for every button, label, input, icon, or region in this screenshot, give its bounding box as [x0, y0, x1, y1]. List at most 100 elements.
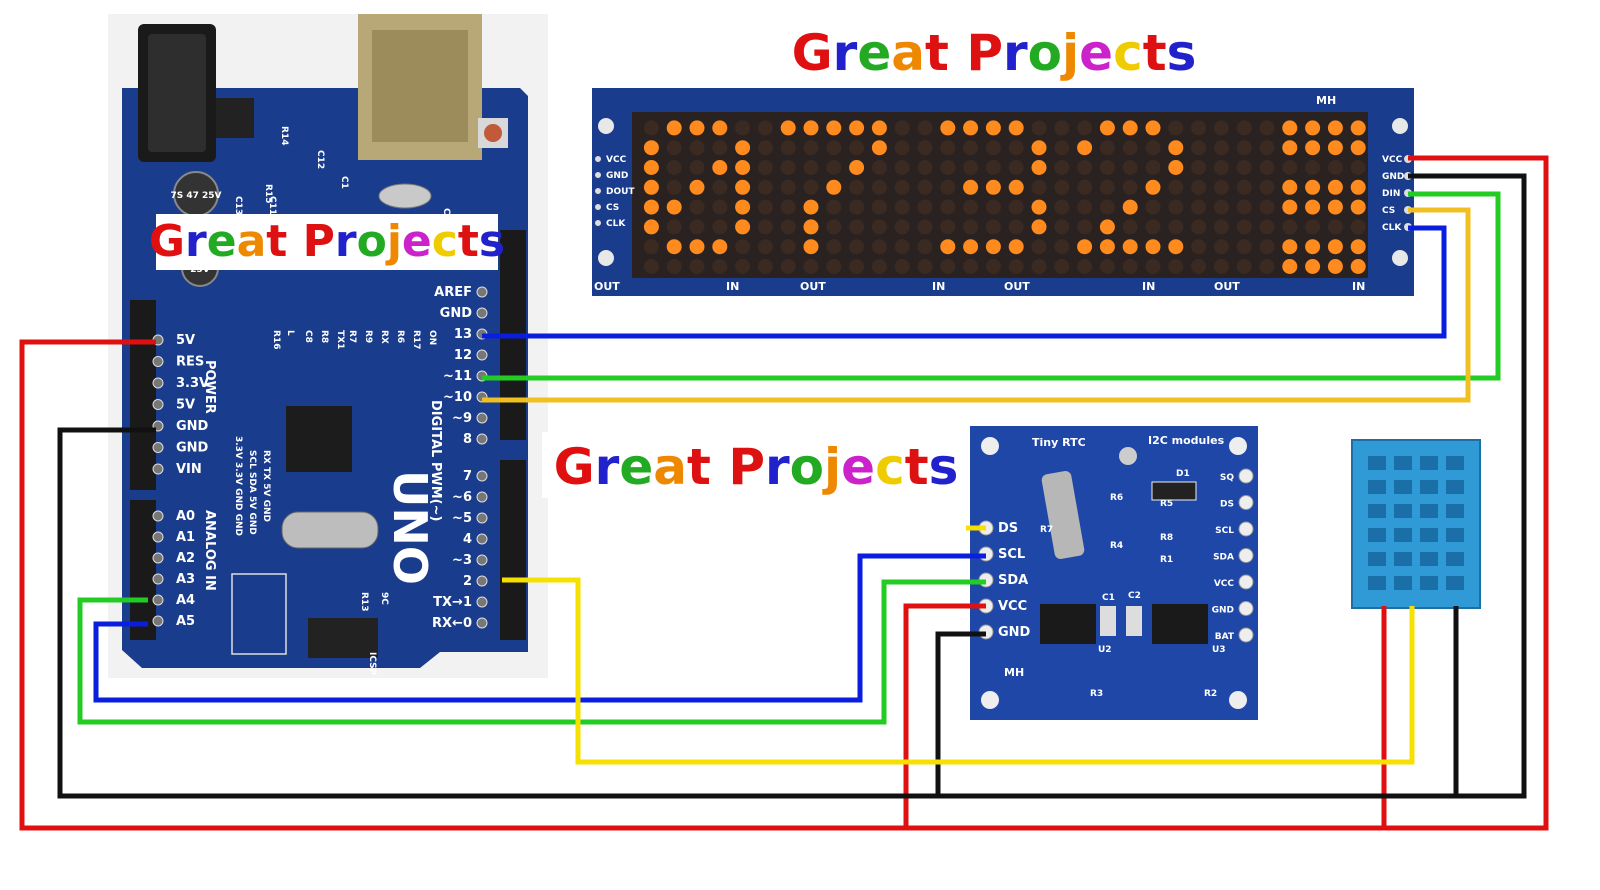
rtc-title: Tiny RTC: [1032, 436, 1086, 449]
rtc-hole-tl: [981, 437, 999, 455]
matrix-led: [1213, 239, 1229, 255]
matrix-led: [1327, 199, 1343, 215]
rtc-right-pin-label: DS: [1220, 500, 1234, 510]
matrix-led: [735, 239, 751, 255]
matrix-led: [712, 199, 728, 215]
matrix-led: [1099, 140, 1115, 156]
matrix-led: [666, 259, 682, 274]
digital-pin-hole: [476, 575, 488, 587]
matrix-led: [1236, 239, 1252, 255]
dht-vent: [1368, 528, 1386, 542]
component-label: RX: [379, 330, 389, 344]
matrix-led: [1008, 120, 1024, 136]
matrix-led: [849, 199, 865, 215]
matrix-led: [1008, 179, 1024, 195]
matrix-left-pin-label: VCC: [606, 155, 627, 165]
digital-header-bottom: [500, 460, 526, 640]
component-label: R14: [279, 126, 289, 145]
matrix-led: [666, 219, 682, 235]
matrix-led: [1122, 140, 1138, 156]
matrix-led: [917, 140, 933, 156]
matrix-led: [1350, 259, 1366, 274]
power-pin-label: RES: [176, 355, 204, 370]
banner-letter: c: [432, 216, 458, 267]
rtc-pcb: [970, 426, 1258, 720]
matrix-led: [1191, 259, 1207, 274]
analog-pin-hole: [152, 573, 164, 585]
matrix-brand: MH: [1316, 94, 1336, 107]
power-jack-inner: [148, 34, 206, 152]
dht-vent: [1446, 552, 1464, 566]
power-pin-label: 5V: [176, 333, 195, 348]
matrix-led: [849, 179, 865, 195]
uno-label: UNO: [383, 470, 437, 585]
matrix-led: [803, 160, 819, 175]
banner-letter: [711, 438, 728, 496]
banner-letter: r: [765, 438, 790, 496]
banner-matrix-text: Great Projects: [792, 24, 1197, 82]
matrix-led: [1305, 160, 1321, 175]
matrix-led: [1077, 140, 1093, 156]
matrix-led: [1213, 120, 1229, 136]
banner-letter: t: [905, 438, 929, 496]
matrix-led: [803, 120, 819, 136]
matrix-led: [826, 259, 842, 274]
matrix-led: [757, 199, 773, 215]
analog-pin-hole: [152, 615, 164, 627]
wire-d13-to-matrix-clk: [482, 225, 1447, 339]
matrix-led: [1327, 140, 1343, 156]
matrix-led: [1259, 160, 1275, 175]
analog-in-label: ANALOG IN: [202, 510, 217, 591]
banner-letter: e: [207, 216, 237, 267]
matrix-led: [1099, 179, 1115, 195]
analog-pin-label: A2: [176, 551, 195, 566]
matrix-led: [1168, 179, 1184, 195]
matrix-led: [1054, 239, 1070, 255]
digital-pin-hole: [476, 349, 488, 361]
banner-letter: e: [857, 24, 891, 82]
matrix-led: [826, 219, 842, 235]
dht-vent: [1368, 576, 1386, 590]
matrix-led: [757, 140, 773, 156]
analog-pin-hole: [152, 594, 164, 606]
matrix-bottom-label: OUT: [800, 280, 826, 293]
matrix-led: [1077, 160, 1093, 175]
power-pin-hole: [152, 399, 164, 410]
matrix-led: [849, 219, 865, 235]
matrix-led: [780, 199, 796, 215]
matrix-led: [1031, 179, 1047, 195]
matrix-led: [803, 199, 819, 215]
matrix-right-pin-label: GND: [1382, 172, 1404, 182]
matrix-led: [712, 179, 728, 195]
power-pin-hole: [152, 442, 164, 453]
dht-vent-grid: [1368, 456, 1464, 590]
matrix-led: [1145, 179, 1161, 195]
matrix-led: [871, 199, 887, 215]
matrix-led: [1282, 239, 1298, 255]
component-label: ICSP: [367, 652, 377, 676]
matrix-led: [1236, 179, 1252, 195]
rtc-chip-u2: [1040, 604, 1096, 644]
matrix-led: [1350, 179, 1366, 195]
matrix-led: [1122, 239, 1138, 255]
matrix-led: [1327, 120, 1343, 136]
rtc-right-pin-label: SQ: [1220, 473, 1234, 483]
banner-letter: t: [458, 216, 479, 267]
rtc-right-pin-label: GND: [1212, 606, 1234, 616]
dht-vent: [1368, 552, 1386, 566]
component-label: R7: [347, 330, 357, 343]
matrix-led: [871, 120, 887, 136]
rtc-c2: [1126, 606, 1142, 636]
dht-vent: [1446, 480, 1464, 494]
banner-letter: t: [266, 216, 287, 267]
banner-letter: r: [595, 438, 620, 496]
digital-pin-label: 2: [463, 574, 472, 589]
banner-letter: G: [792, 24, 833, 82]
jumper-pads: [231, 573, 287, 655]
wire-gnd-to-rtc-gnd: [935, 631, 986, 796]
matrix-led: [689, 199, 705, 215]
banner-letter: [949, 24, 966, 82]
matrix-led: [643, 219, 659, 235]
